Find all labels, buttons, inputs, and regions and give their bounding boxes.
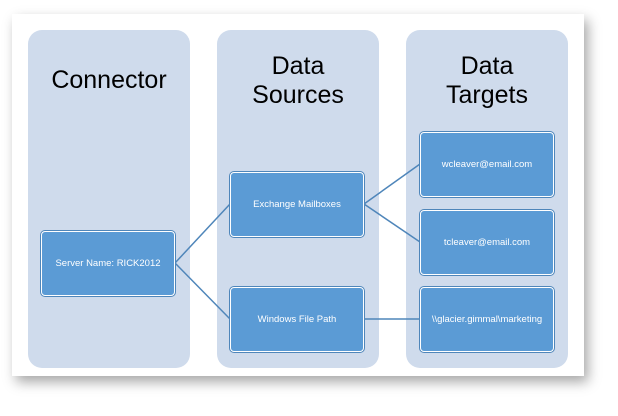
- exchange-mailboxes-node: Exchange Mailboxes: [230, 172, 364, 237]
- server-node: Server Name: RICK2012: [41, 231, 175, 296]
- diagram-canvas: Connector Data Sources Data Targets Serv…: [12, 14, 584, 376]
- target-node-marketing-share: \\glacier.gimmal\marketing: [420, 287, 554, 352]
- target-node-tcleaver: tcleaver@email.com: [420, 210, 554, 275]
- target-node-marketing-share-label: \\glacier.gimmal\marketing: [431, 314, 543, 325]
- server-node-label: Server Name: RICK2012: [55, 258, 161, 269]
- windows-file-path-node: Windows File Path: [230, 287, 364, 352]
- connector-column: Connector: [28, 30, 190, 368]
- data-sources-column-title: Data Sources: [252, 52, 344, 109]
- connector-column-title: Connector: [51, 66, 167, 94]
- target-node-tcleaver-label: tcleaver@email.com: [443, 237, 531, 248]
- windows-file-path-label: Windows File Path: [257, 314, 337, 325]
- target-node-wcleaver-label: wcleaver@email.com: [441, 159, 533, 170]
- exchange-mailboxes-label: Exchange Mailboxes: [253, 199, 341, 210]
- target-node-wcleaver: wcleaver@email.com: [420, 132, 554, 197]
- data-targets-column-title: Data Targets: [446, 52, 528, 109]
